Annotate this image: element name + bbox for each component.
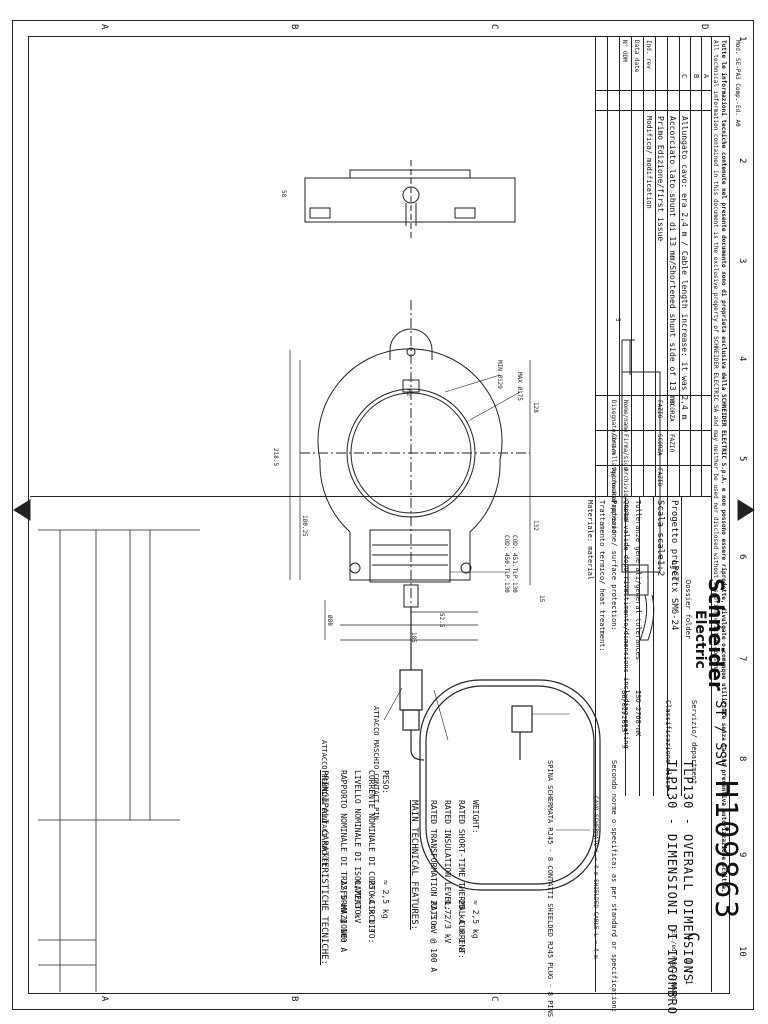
dim-h1: 128 [532,402,539,413]
dim-w4: Ø80 [326,615,333,626]
front-ring-view [300,300,530,640]
dim-t: 5 [614,318,621,322]
dim-w1: 180.25 [301,515,308,537]
nameplate-code: COD. 450.TLP.130 [503,535,510,593]
centering-arrow [737,499,755,521]
dim-small: 15 [538,595,545,603]
callout-cable-text: CAVO SCHERMATO L = 4 m SHIELDED CABLE L … [592,796,599,959]
dim-w2: 185 [410,632,417,643]
dim-total: 218.5 [272,448,279,466]
dim-w3: 52.5 [438,613,445,628]
nameplate-code: COD. 451.TLP.130 [511,535,518,593]
centering-arrow [13,499,31,521]
cable-loop [399,607,601,891]
dim-outer: MAX Ø175 [516,372,523,401]
dim-h2: 132 [532,520,539,531]
leader-lines [383,374,590,831]
dim-inner: MIN Ø129 [496,360,503,389]
title-block-lines [38,529,200,992]
side-view-top [304,160,516,240]
side-view-right [621,339,661,641]
dimension-lines [289,350,531,641]
marking-p2: P2 [405,389,412,397]
dim-side: 58 [280,190,287,198]
